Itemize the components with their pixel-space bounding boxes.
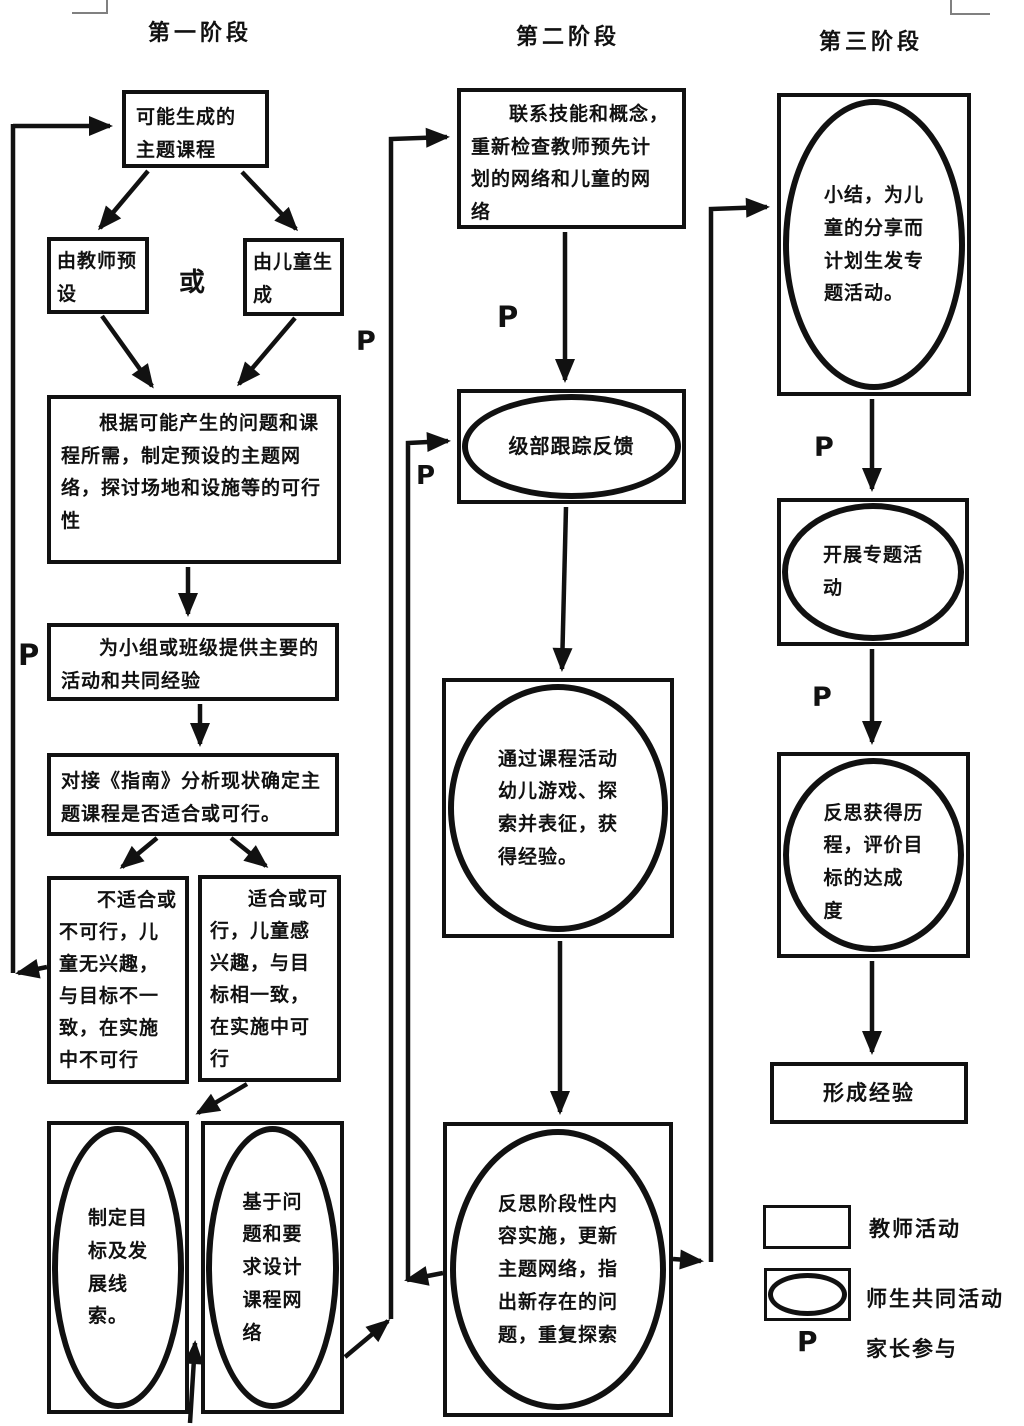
node-goal-outer: 制定目 标及发 展线 索。 (47, 1121, 189, 1414)
node-teacher-preset: 由教师预 设 (47, 237, 149, 314)
node-grade-feedback-outer: 级部跟踪反馈 (457, 389, 686, 504)
node-guide-check: 对接《指南》分析现状确定主 题课程是否适合或可行。 (47, 753, 339, 836)
legend-p-symbol: P (797, 1325, 818, 1358)
p-marker-stage1: P (18, 638, 40, 672)
node-goal-label: 制定目 标及发 展线 索。 (87, 1207, 148, 1328)
legend-parent-label: 家长参与 (866, 1337, 958, 1361)
node-reflect-update-outer: 反思阶段性内 容实施，更新 主题网络，指 出新存在的问 题，重复探索 (443, 1122, 673, 1417)
node-possible-theme-label: 可能生成的 主题课程 (136, 106, 237, 161)
node-group-activities: 为小组或班级提供主要的 活动和共同经验 (47, 623, 339, 701)
node-special-activity-ellipse: 开展专题活 动 (782, 503, 964, 641)
node-summary-plan-outer: 小结，为儿 童的分享而 计划生发专 题活动。 (777, 93, 971, 396)
node-suitable-label: 适合或可 行，儿童感 兴趣，与目 标相一致， 在实施中可 行 (210, 888, 329, 1070)
node-special-activity-outer: 开展专题活 动 (777, 498, 969, 646)
node-teacher-preset-label: 由教师预 设 (57, 250, 138, 305)
node-suitable: 适合或可 行，儿童感 兴趣，与目 标相一致， 在实施中可 行 (198, 875, 341, 1082)
node-grade-feedback-label: 级部跟踪反馈 (508, 434, 635, 459)
stage1-title: 第一阶段 (148, 21, 253, 46)
p-marker-recheck: P (497, 300, 519, 334)
node-evaluate-goals-label: 反思获得历 程，评价目 标的达成 度 (823, 801, 924, 922)
node-evaluate-goals-ellipse: 反思获得历 程，评价目 标的达成 度 (783, 758, 964, 952)
scan-corner-marks (72, 0, 990, 15)
node-summary-plan-ellipse: 小结，为儿 童的分享而 计划生发专 题活动。 (783, 99, 965, 390)
node-network-plan-label: 根据可能产生的问题和课 程所需，制定预设的主题网 络，探讨场地和设施等的可行 性 (61, 412, 322, 533)
node-group-activities-label: 为小组或班级提供主要的 活动和共同经验 (61, 637, 320, 692)
node-unsuitable: 不适合或 不可行，儿 童无兴趣， 与目标不一 致，在实施 中不可行 (47, 876, 189, 1084)
node-design-outer: 基于问 题和要 求设计 课程网 络 (201, 1121, 344, 1414)
node-reflect-update-label: 反思阶段性内 容实施，更新 主题网络，指 出新存在的问 题，重复探索 (497, 1192, 618, 1346)
node-form-experience: 形成经验 (770, 1062, 968, 1124)
node-design-ellipse: 基于问 题和要 求设计 课程网 络 (206, 1126, 339, 1409)
node-goal-ellipse: 制定目 标及发 展线 索。 (52, 1126, 184, 1409)
node-evaluate-goals-outer: 反思获得历 程，评价目 标的达成 度 (777, 752, 970, 958)
corner-mark-right (950, 0, 990, 15)
p-marker-summary: P (814, 432, 834, 463)
corner-mark-left (72, 0, 108, 14)
node-child-generated: 由儿童生 成 (243, 238, 344, 316)
node-child-generated-label: 由儿童生 成 (253, 251, 334, 306)
node-network-plan: 根据可能产生的问题和课 程所需，制定预设的主题网 络，探讨场地和设施等的可行 性 (47, 395, 341, 564)
legend-ellipse-symbol (768, 1273, 847, 1316)
legend-teacher-label: 教师活动 (869, 1217, 961, 1241)
p-marker-feedback: P (416, 461, 436, 491)
node-special-activity-label: 开展专题活 动 (822, 544, 923, 599)
node-possible-theme: 可能生成的 主题课程 (122, 90, 269, 168)
or-label: 或 (179, 268, 206, 298)
node-course-experience-label: 通过课程活动 幼儿游戏、探 索并表征，获 得经验。 (497, 747, 618, 868)
node-design-label: 基于问 题和要 求设计 课程网 络 (242, 1190, 303, 1344)
node-form-experience-label: 形成经验 (823, 1080, 915, 1105)
node-course-experience-outer: 通过课程活动 幼儿游戏、探 索并表征，获 得经验。 (442, 678, 674, 938)
node-guide-check-label: 对接《指南》分析现状确定主 题课程是否适合或可行。 (61, 770, 322, 825)
node-grade-feedback-ellipse: 级部跟踪反馈 (462, 394, 681, 499)
legend-rect-symbol (763, 1205, 851, 1249)
flow-arrows (10, 116, 882, 1424)
p-marker-riser: P (356, 326, 376, 357)
node-unsuitable-label: 不适合或 不可行，儿 童无兴趣， 与目标不一 致，在实施 中不可行 (59, 889, 178, 1071)
node-summary-plan-label: 小结，为儿 童的分享而 计划生发专 题活动。 (823, 184, 924, 305)
node-recheck-networks: 联系技能和概念， 重新检查教师预先计 划的网络和儿童的网 络 (457, 88, 686, 229)
p-marker-activity: P (812, 682, 832, 713)
node-reflect-update-ellipse: 反思阶段性内 容实施，更新 主题网络，指 出新存在的问 题，重复探索 (450, 1129, 666, 1410)
node-recheck-networks-label: 联系技能和概念， 重新检查教师预先计 划的网络和儿童的网 络 (471, 103, 670, 224)
legend-joint-label: 师生共同活动 (866, 1287, 1004, 1311)
node-course-experience-ellipse: 通过课程活动 幼儿游戏、探 索并表征，获 得经验。 (448, 684, 668, 932)
stage2-title: 第二阶段 (516, 25, 621, 50)
stage3-title: 第三阶段 (819, 30, 924, 55)
